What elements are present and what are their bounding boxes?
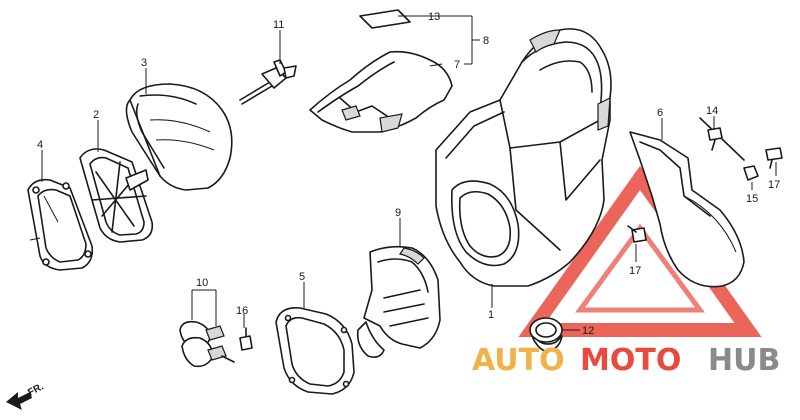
fr-label: FR. (26, 381, 46, 398)
part-17-bolt-right (765, 147, 783, 169)
part-15-nut (743, 165, 759, 181)
part-14-bolt (707, 127, 723, 151)
callout-10: 10 (196, 277, 208, 289)
watermark-text: AUTO MOTO HUB (472, 343, 780, 378)
part-16-screw (239, 327, 253, 351)
callout-4: 4 (37, 139, 43, 151)
part-4-flange-plate (27, 178, 94, 271)
callout-17-right: 17 (768, 179, 780, 191)
callout-12: 12 (582, 325, 594, 337)
callout-13: 13 (428, 11, 440, 23)
callout-8: 8 (483, 35, 489, 47)
callout-2: 2 (93, 109, 99, 121)
watermark-word-hub: HUB (708, 343, 780, 378)
callout-7: 7 (454, 59, 460, 71)
part-2-element-holder (79, 148, 154, 243)
part-10-hose-clamps (179, 320, 235, 368)
watermark-word-auto: AUTO (472, 343, 565, 378)
part-17-bolt-center (627, 225, 647, 243)
part-11-wing-bolt (239, 30, 297, 105)
callout-16: 16 (236, 305, 248, 317)
arrow-icon (6, 392, 32, 410)
watermark-inner-triangle (575, 223, 705, 313)
callout-5: 5 (299, 271, 305, 283)
leader-lines (41, 15, 777, 331)
callout-15: 15 (746, 193, 758, 205)
watermark-word-moto: MOTO (580, 343, 681, 378)
part-3-filter-element (125, 83, 233, 191)
callout-9: 9 (395, 207, 401, 219)
callout-17-center: 17 (629, 265, 641, 277)
callout-1: 1 (488, 309, 494, 321)
part-7-cover (309, 50, 453, 133)
callout-14: 14 (706, 105, 718, 117)
callout-numbers: 4 2 3 11 13 7 8 6 14 15 17 17 9 5 1 10 1… (37, 11, 780, 337)
front-direction-indicator: FR. (6, 381, 46, 410)
part-9-intake-boot (356, 245, 441, 358)
callout-6: 6 (657, 107, 663, 119)
callout-11: 11 (273, 19, 284, 31)
part-1-air-cleaner-case (435, 28, 612, 287)
callout-3: 3 (141, 57, 147, 69)
part-6-side-shield (629, 117, 745, 288)
part-5-gasket (275, 306, 355, 395)
part-13-label-sticker (359, 9, 411, 29)
